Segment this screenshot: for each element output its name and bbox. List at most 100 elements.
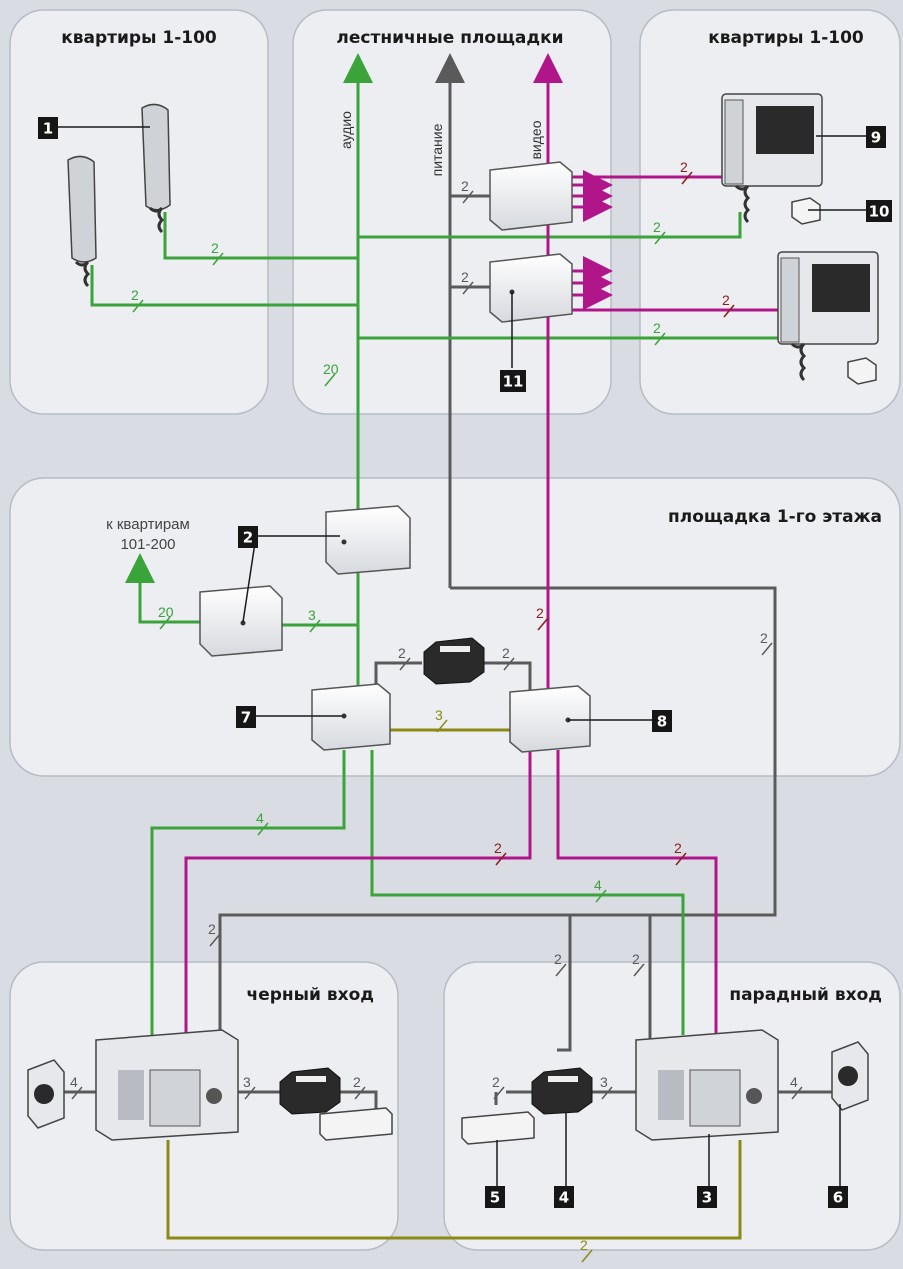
- cable-count-label: 2: [398, 645, 406, 661]
- control-wires: [166, 728, 742, 1240]
- cable-count-slash: [309, 619, 321, 633]
- number-tag-box: [866, 200, 892, 222]
- external-label-line1: к квартирам: [106, 516, 190, 533]
- cable-count-label: 2: [580, 1237, 588, 1253]
- power-supply-icon: [531, 1067, 593, 1115]
- cable-count-label: 3: [435, 707, 443, 723]
- video-monitor-icon: [777, 251, 879, 382]
- cable-count-slash: [791, 1086, 803, 1100]
- cable-count-slash: [354, 1086, 366, 1100]
- cable-count-slash: [555, 963, 567, 977]
- number-tag-box: [485, 1186, 505, 1208]
- number-tag-label: 8: [657, 713, 667, 731]
- distribution-box-icon: [489, 161, 573, 231]
- power-supply-icon: [279, 1067, 341, 1115]
- number-tag-box: [866, 126, 886, 148]
- audio-commutator-box-icon: [311, 683, 391, 751]
- cable-count-slash: [495, 852, 507, 866]
- cable-count-slash: [633, 963, 645, 977]
- cable-count-label: 2: [492, 1074, 500, 1090]
- cable-count-slash: [537, 617, 549, 631]
- cable-count-label: 2: [653, 219, 661, 235]
- power-adapter-icon: [791, 197, 821, 225]
- cable-count-slash: [244, 1086, 256, 1100]
- cable-count-slash: [493, 1086, 505, 1100]
- cable-count-slash: [654, 231, 666, 245]
- cable-count-label: 4: [256, 810, 264, 826]
- number-tag-label: 4: [559, 1189, 569, 1207]
- audio-wires: [90, 53, 797, 1035]
- cable-count-label: 2: [461, 269, 469, 285]
- number-tag-label: 9: [871, 129, 881, 147]
- cable-count-label: 3: [243, 1074, 251, 1090]
- number-tag-label: 2: [243, 529, 253, 547]
- number-tag-box: [828, 1186, 848, 1208]
- cable-count-slash: [601, 1086, 613, 1100]
- number-tag-box: [554, 1186, 574, 1208]
- cable-count-slash: [212, 252, 224, 266]
- zone-title-apartments-left: квартиры 1-100: [61, 28, 217, 48]
- number-tag-box: [238, 526, 258, 548]
- magnetic-lock-icon: [319, 1107, 393, 1141]
- camera-icon: [831, 1041, 869, 1111]
- number-tag-label: 1: [43, 120, 53, 138]
- cable-count-label: 2: [461, 178, 469, 194]
- cable-count-label: 2: [494, 840, 502, 856]
- distribution-box-icon: [489, 253, 573, 323]
- power-adapter-icon: [847, 357, 877, 385]
- zone-title-first-floor: площадка 1-го этажа: [668, 507, 882, 527]
- cable-count-label: 2: [680, 159, 688, 175]
- coordinate-matrix-box-icon: [199, 585, 283, 657]
- cable-count-slash: [257, 822, 269, 836]
- zone-apartments-right: [639, 9, 901, 415]
- zone-title-apartments-right: квартиры 1-100: [708, 28, 864, 48]
- cable-count-slash: [71, 1086, 83, 1100]
- cable-count-slash: [462, 190, 474, 204]
- number-tag-box: [652, 710, 672, 732]
- call-panel-icon: [95, 1029, 239, 1141]
- label-video: видео: [528, 120, 544, 159]
- label-audio: аудио: [338, 111, 354, 149]
- cable-count-label: 2: [208, 921, 216, 937]
- cable-count-label: 4: [594, 877, 602, 893]
- cable-count-slash: [581, 1249, 593, 1263]
- cable-count-slash: [723, 304, 735, 318]
- camera-icon: [27, 1059, 65, 1129]
- cable-count-slash: [462, 281, 474, 295]
- cable-count-label: 2: [554, 951, 562, 967]
- cable-count-label: 2: [536, 605, 544, 621]
- cable-count-label: 3: [600, 1074, 608, 1090]
- number-tag-box: [500, 370, 526, 392]
- cable-count-slash: [399, 657, 411, 671]
- coordinate-matrix-box-icon: [325, 505, 411, 575]
- zone-title-back-entrance: черный вход: [247, 985, 374, 1005]
- number-tag-label: 6: [833, 1189, 843, 1207]
- cable-count-slash: [654, 332, 666, 346]
- zone-apartments-left: [9, 9, 269, 415]
- cable-count-label: 2: [674, 840, 682, 856]
- cable-count-label: 20: [323, 361, 339, 377]
- external-label-line2: 101-200: [120, 536, 175, 553]
- cable-count-label: 3: [308, 607, 316, 623]
- number-tag-label: 7: [241, 709, 251, 727]
- cable-count-slash: [681, 171, 693, 185]
- cable-count-slash: [436, 719, 448, 733]
- handset-icon: [67, 155, 97, 288]
- label-power: питание: [429, 123, 445, 176]
- cable-count-label: 4: [70, 1074, 78, 1090]
- magnetic-lock-icon: [461, 1111, 535, 1145]
- cable-count-slash: [209, 933, 221, 947]
- cable-count-label: 2: [353, 1074, 361, 1090]
- number-tag-box: [38, 117, 58, 139]
- cable-count-slash: [595, 889, 607, 903]
- number-tag-label: 11: [503, 373, 524, 391]
- video-monitor-icon: [721, 93, 823, 224]
- cable-count-slash: [761, 642, 773, 656]
- call-panel-icon: [635, 1029, 779, 1141]
- cable-count-slash: [675, 852, 687, 866]
- cable-count-label: 2: [653, 320, 661, 336]
- zone-title-front-entrance: парадный вход: [729, 985, 882, 1005]
- cable-count-label: 2: [131, 287, 139, 303]
